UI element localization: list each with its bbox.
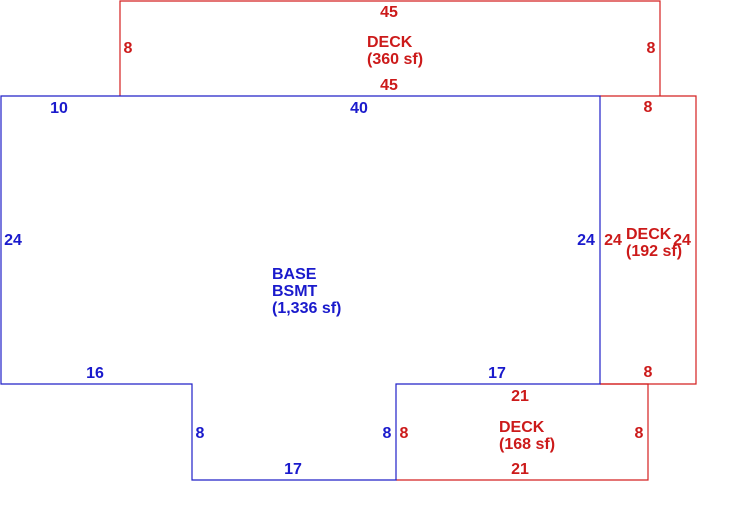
base-dim-notch-right: 8 bbox=[383, 425, 392, 442]
deck-top-dim-top: 45 bbox=[380, 4, 398, 21]
deck-right-dim-left: 24 bbox=[604, 232, 622, 249]
deck-right-dim-bottom: 8 bbox=[644, 364, 653, 381]
base-area-label: (1,336 sf) bbox=[272, 300, 341, 317]
deck-top-area-label: (360 sf) bbox=[367, 51, 423, 68]
base-dim-top: 40 bbox=[350, 100, 368, 117]
deck-top-outline bbox=[119, 0, 661, 96]
base-dim-notch-bottom: 17 bbox=[284, 461, 302, 478]
deck-right-area-label: (192 sf) bbox=[626, 243, 682, 260]
deck-bottom-area[interactable]: 21 8 DECK (168 sf) 8 21 bbox=[396, 383, 649, 481]
deck-right-dim-right: 24 bbox=[673, 232, 691, 249]
base-dim-bottom-right: 17 bbox=[488, 365, 506, 382]
deck-bottom-dim-bottom: 21 bbox=[511, 461, 529, 478]
deck-right-area[interactable]: 8 24 DECK (192 sf) 24 8 bbox=[600, 95, 697, 385]
deck-top-label: DECK bbox=[367, 34, 413, 51]
base-dim-left: 24 bbox=[4, 232, 22, 249]
deck-bottom-dim-top: 21 bbox=[511, 388, 529, 405]
deck-bottom-area-label: (168 sf) bbox=[499, 436, 555, 453]
deck-top-area[interactable]: 45 8 8 DECK (360 sf) 45 bbox=[119, 0, 661, 96]
base-basement-area[interactable]: 10 40 24 24 BASE BSMT (1,336 sf) 16 17 8… bbox=[0, 95, 601, 481]
deck-top-dim-bottom: 45 bbox=[380, 77, 398, 94]
base-label-line2: BSMT bbox=[272, 283, 318, 300]
deck-right-dim-top: 8 bbox=[644, 99, 653, 116]
base-dim-bottom-left: 16 bbox=[86, 365, 104, 382]
base-dim-notch-left: 8 bbox=[196, 425, 205, 442]
deck-right-label: DECK bbox=[626, 226, 672, 243]
base-dim-top-left: 10 bbox=[50, 100, 68, 117]
deck-bottom-dim-right: 8 bbox=[635, 425, 644, 442]
base-label-line1: BASE bbox=[272, 266, 317, 283]
deck-bottom-label: DECK bbox=[499, 419, 545, 436]
deck-top-dim-left: 8 bbox=[124, 40, 133, 57]
base-dim-right: 24 bbox=[577, 232, 595, 249]
base-basement-outline bbox=[0, 95, 601, 481]
deck-bottom-dim-left: 8 bbox=[400, 425, 409, 442]
deck-top-dim-right: 8 bbox=[647, 40, 656, 57]
deck-bottom-outline bbox=[396, 383, 649, 481]
